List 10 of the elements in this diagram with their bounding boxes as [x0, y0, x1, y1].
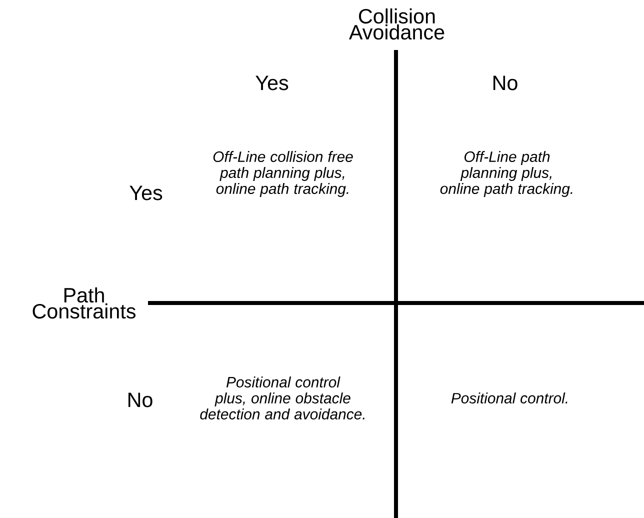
column-header: Yes — [256, 76, 288, 90]
quadrant-text: Positional control plus, online obstacle detection and avoidance. — [200, 376, 364, 420]
column-header: No — [493, 76, 518, 90]
quadrant-text: Off-Line path planning plus, online path tracking. — [440, 151, 572, 197]
row-header: Yes — [130, 186, 162, 200]
axis-title: Collision Avoidance — [348, 8, 444, 40]
quadrant-text: Positional control. — [451, 392, 568, 404]
row-header: No — [128, 392, 152, 408]
axis-title: Path Constraints — [32, 287, 136, 319]
quadrant-text: Off-Line collision free path planning plus, online path tracking. — [213, 151, 353, 197]
